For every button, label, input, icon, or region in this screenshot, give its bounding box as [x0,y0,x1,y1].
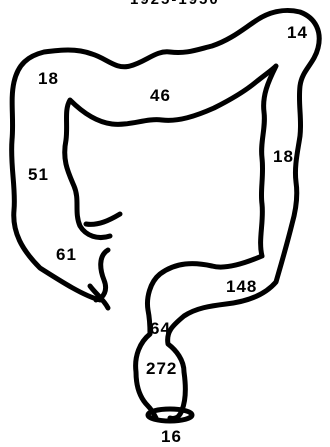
label-cecum: 61 [56,246,77,263]
label-rectosigmoid: 64 [150,320,171,337]
figure-title: 1925-1950 [130,0,220,7]
label-anus: 16 [161,428,182,445]
label-ascending-colon: 51 [28,166,49,183]
label-descending-colon: 18 [273,148,294,165]
label-sigmoid-colon: 148 [226,278,257,295]
ileum-stub [86,214,120,224]
label-rectum: 272 [146,360,177,377]
label-splenic-flexure: 14 [287,24,308,41]
label-hepatic-flexure: 18 [38,70,59,87]
label-transverse-colon: 46 [150,87,171,104]
